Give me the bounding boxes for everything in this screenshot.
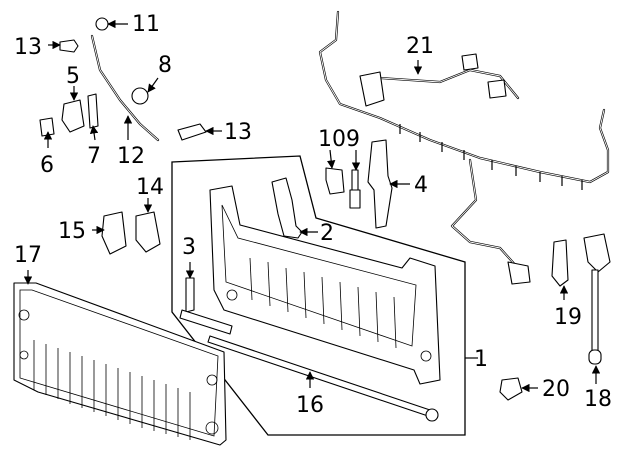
callout-1: 1 — [474, 347, 488, 372]
callout-14: 14 — [136, 175, 164, 200]
latch-4 — [367, 139, 393, 229]
callouts: 13 11 5 8 6 7 12 13 14 15 17 3 2 10 9 4 … — [14, 12, 612, 418]
rod-16 — [207, 335, 439, 422]
support-strut-18 — [583, 233, 611, 365]
hinge-3 — [179, 277, 233, 335]
tailgate-inner-frame — [209, 185, 441, 385]
cable-12 — [90, 34, 160, 142]
actuator-15 — [101, 211, 127, 255]
callout-11: 11 — [132, 12, 160, 37]
callout-8: 8 — [158, 53, 172, 78]
bracket-2 — [271, 177, 303, 239]
callout-20: 20 — [542, 377, 570, 402]
hardware-group — [39, 17, 207, 255]
callout-6: 6 — [40, 153, 54, 178]
bolt-13a — [59, 39, 79, 53]
callout-17: 17 — [14, 243, 42, 268]
callout-16: 16 — [296, 393, 324, 418]
callout-7: 7 — [87, 144, 101, 169]
bracket-19 — [551, 239, 569, 287]
panel-ribs — [33, 340, 191, 440]
nut-11 — [95, 17, 109, 31]
callout-9: 9 — [346, 127, 360, 152]
callout-19: 19 — [554, 305, 582, 330]
tailgate-outer-panel — [13, 282, 227, 446]
callout-15: 15 — [58, 219, 86, 244]
callout-21: 21 — [406, 34, 434, 59]
strut-9 — [349, 169, 361, 209]
callout-13a: 13 — [14, 35, 42, 60]
clip-7 — [87, 93, 99, 129]
assembly-box — [171, 155, 466, 436]
sensor-20 — [499, 377, 523, 401]
callout-2: 2 — [320, 221, 334, 246]
clip-6 — [39, 117, 55, 137]
callout-10: 10 — [318, 127, 346, 152]
handle-14 — [135, 211, 161, 253]
callout-13b: 13 — [224, 120, 252, 145]
grommet-8 — [131, 87, 149, 105]
callout-3: 3 — [182, 235, 196, 260]
wire-harness-21 — [318, 10, 610, 285]
callout-12: 12 — [117, 144, 145, 169]
callout-5: 5 — [66, 64, 80, 89]
leader-lines — [23, 19, 601, 393]
bolt-13b — [177, 123, 207, 141]
callout-18: 18 — [584, 387, 612, 412]
callout-4: 4 — [414, 173, 428, 198]
bracket-5 — [61, 99, 85, 133]
clip-10 — [325, 167, 345, 195]
